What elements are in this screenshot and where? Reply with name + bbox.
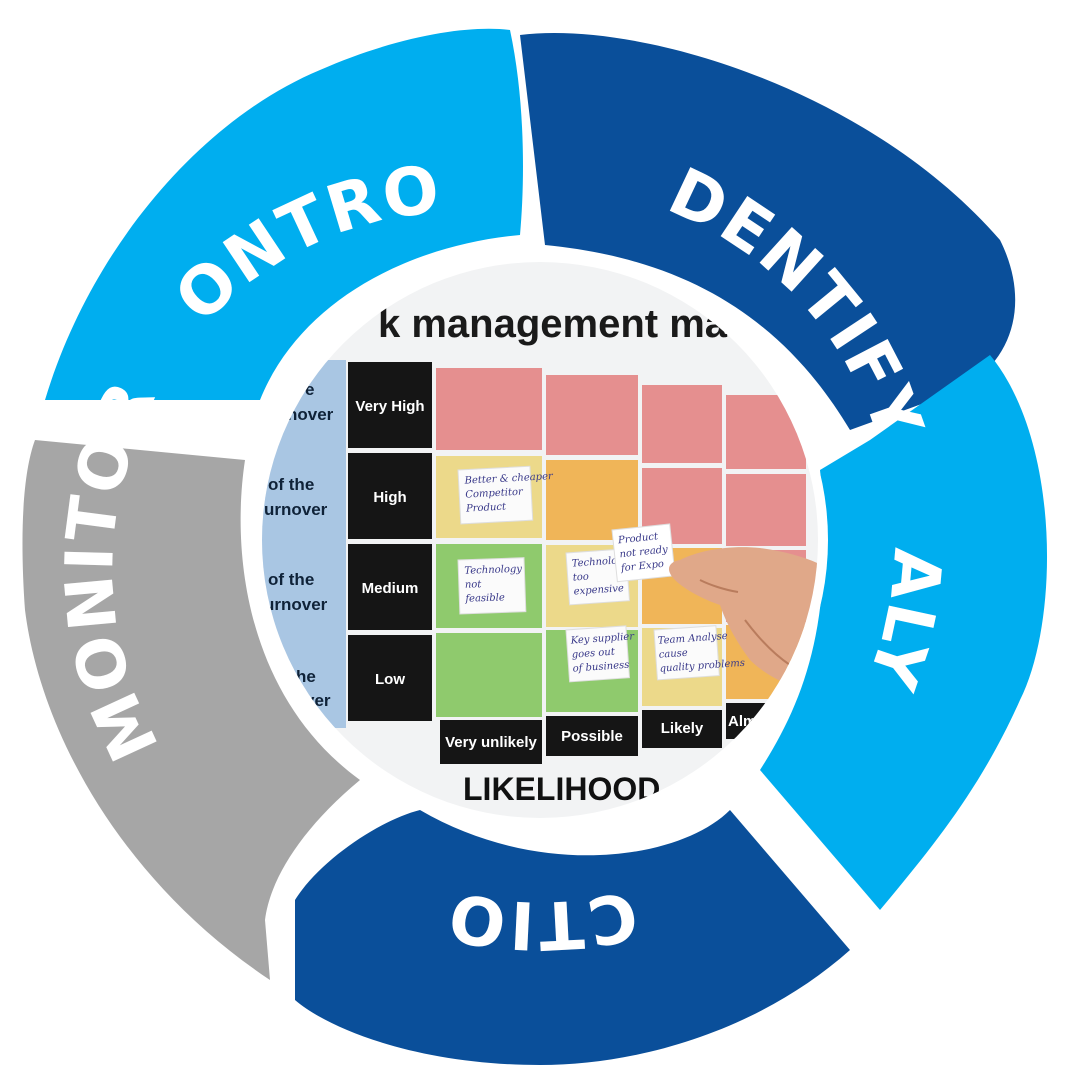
likelihood-label-bg	[546, 716, 638, 756]
impact-side-column: e nover of the urnover of the urnover he…	[262, 360, 346, 728]
note-line: too	[572, 571, 589, 583]
segment-identify	[520, 33, 1016, 430]
impact-label-high: High	[373, 489, 406, 506]
note-line: Team Analyse	[657, 631, 728, 647]
impact-label-bg	[348, 362, 432, 448]
matrix-cell	[436, 633, 542, 717]
cycle-ring	[22, 28, 1048, 1065]
likelihood-label: Possible	[561, 728, 623, 745]
note-line: feasible	[464, 592, 505, 604]
note-line: Technology	[464, 564, 522, 577]
segment-analyse	[760, 355, 1048, 910]
impact-label-bg	[348, 453, 432, 539]
note-line: cause	[658, 648, 688, 661]
segment-monitor	[22, 440, 360, 980]
segment-control	[45, 28, 523, 400]
likelihood-axis-title: LIKELIHOOD	[463, 771, 660, 807]
note-line: Product	[465, 501, 507, 514]
note-line: not ready	[619, 544, 669, 560]
likelihood-label: Likely	[661, 720, 704, 737]
note-line: Product	[617, 531, 660, 546]
sticky-note: Product not ready for Expo	[611, 523, 676, 583]
likelihood-label-bg	[440, 720, 542, 764]
matrix-cell	[436, 368, 542, 450]
impact-label-medium: Medium	[362, 580, 419, 597]
side-label: of the	[268, 570, 314, 589]
matrix-cell	[726, 474, 806, 546]
note-line: Competitor	[465, 487, 524, 501]
likelihood-label-bg	[642, 710, 722, 748]
matrix-cell	[546, 460, 638, 540]
side-label: urnover	[264, 595, 328, 614]
impact-labels: Very High High Medium Low	[348, 362, 432, 721]
hand-holding-note	[669, 547, 818, 700]
note-line: Key supplier	[569, 631, 635, 647]
sticky-notes: Better & cheaper Competitor Product Tech…	[457, 465, 745, 683]
impact-label-bg	[348, 635, 432, 721]
note-line: Better & cheaper	[463, 471, 554, 487]
side-label: nover	[287, 405, 334, 424]
matrix-cell	[546, 375, 638, 455]
sticky-note: Key supplier goes out of business	[565, 625, 636, 683]
sticky-note: Team Analyse cause quality problems	[653, 625, 745, 681]
side-label: e	[305, 380, 314, 399]
note-line: goes out	[571, 647, 616, 661]
impact-label-very-high: Very High	[355, 398, 424, 415]
sticky-note: Better & cheaper Competitor Product	[457, 465, 554, 525]
side-label: of the	[268, 475, 314, 494]
impact-label-low: Low	[375, 671, 405, 688]
side-label: urnover	[264, 500, 328, 519]
note-line: for Expo	[620, 559, 665, 575]
risk-matrix-photo: k management matrix e nover of the urnov…	[252, 252, 828, 828]
impact-label-bg	[348, 544, 432, 630]
likelihood-label: Very unlikely	[445, 734, 537, 751]
sticky-note: Technology not feasible	[457, 557, 527, 615]
note-line: expensive	[573, 583, 624, 597]
note-line: not	[465, 579, 483, 591]
side-label: he	[296, 667, 316, 686]
note-line: of business	[572, 660, 629, 675]
segment-action	[295, 810, 850, 1065]
matrix-cell	[642, 385, 722, 463]
hand	[669, 547, 818, 700]
